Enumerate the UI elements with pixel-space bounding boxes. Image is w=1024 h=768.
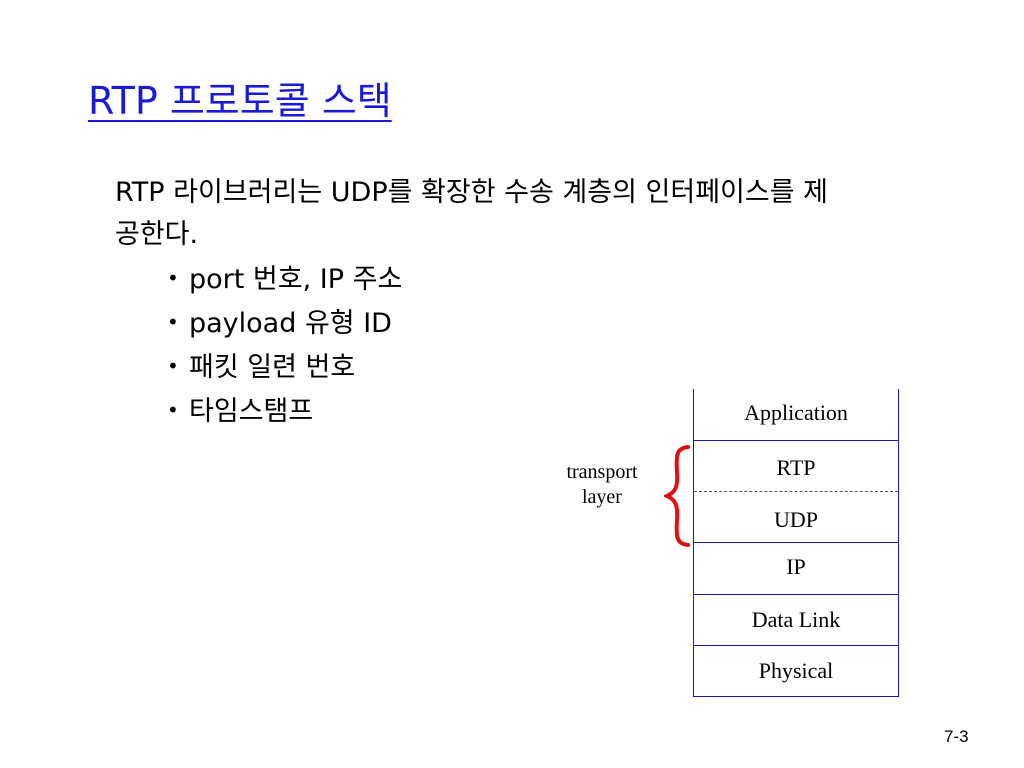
layer-ip: IP <box>694 543 898 595</box>
bullet-list: • port 번호, IP 주소 • payload 유형 ID • 패킷 일련 번호… <box>167 257 402 433</box>
bullet-text: 패킷 일련 번호 <box>189 352 356 383</box>
bullet-dot-icon: • <box>167 398 179 422</box>
intro-udp: UDP <box>330 177 388 208</box>
layer-physical: Physical <box>758 658 834 683</box>
bullet-dot-icon: • <box>167 354 179 378</box>
intro-text: RTP 라이브러리는 UDP를 확장한 수송 계층의 인터페이스를 제공한다. <box>115 172 835 256</box>
bullet-text: port 번호, IP 주소 <box>189 264 403 295</box>
bullet-item: • payload 유형 ID <box>167 301 402 345</box>
intro-part2: 를 확장한 수송 계층의 인터페이스를 제공한다. <box>115 177 828 250</box>
bullet-item: • 패킷 일련 번호 <box>167 345 402 389</box>
bullet-text: payload 유형 ID <box>189 308 392 339</box>
transport-brace-icon <box>664 445 690 547</box>
layer-rtp: RTP <box>694 441 898 492</box>
slide-title: RTP 프로토콜 스택 <box>88 79 392 123</box>
layer-udp: UDP <box>694 492 898 543</box>
layer-application: Application <box>694 389 898 441</box>
bullet-dot-icon: • <box>167 266 179 290</box>
layer-data-link: Data Link <box>694 595 898 646</box>
bullet-text: 타임스탬프 <box>189 396 314 427</box>
bullet-dot-icon: • <box>167 310 179 334</box>
intro-part1: RTP 라이브러리는 <box>115 177 331 208</box>
page-number: 7-3 <box>944 727 969 746</box>
bullet-item: • port 번호, IP 주소 <box>167 257 402 301</box>
transport-layer-label: transport layer <box>566 461 638 508</box>
protocol-stack: Application RTP UDP IP Data Link Physica… <box>693 389 899 697</box>
bullet-item: • 타임스탬프 <box>167 389 402 433</box>
